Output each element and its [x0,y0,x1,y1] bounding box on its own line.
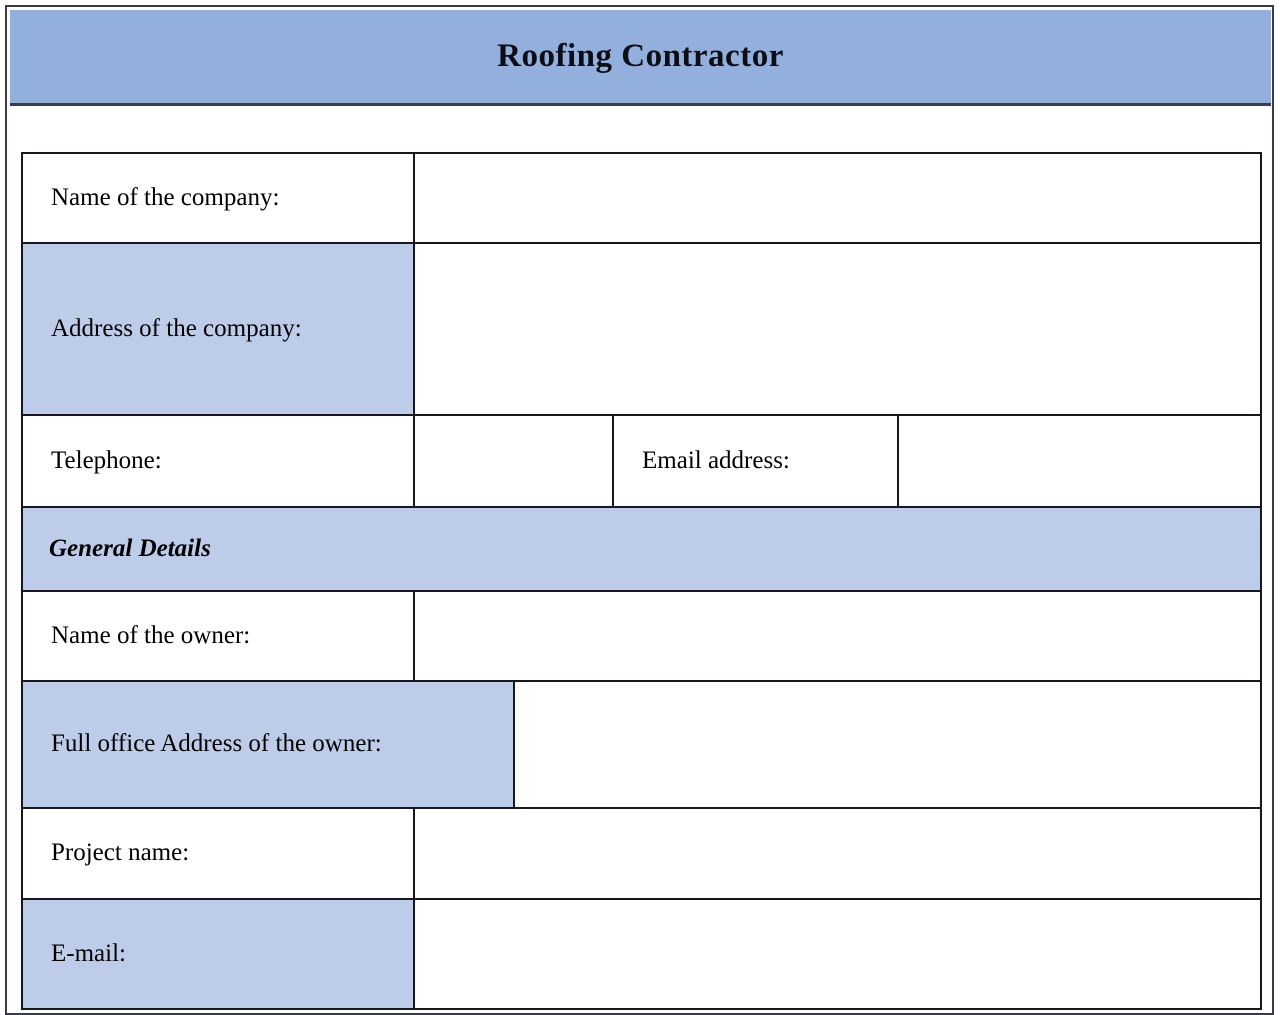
document-page: Roofing Contractor Name of the company: … [5,5,1274,1015]
input-owner-email[interactable] [412,898,1263,1010]
roofing-contractor-form: Name of the company: Address of the comp… [20,152,1263,1010]
label-owner-name: Name of the owner: [21,590,415,682]
table-row-company-address: Address of the company: [21,242,1263,416]
label-email-address: Email address: [612,414,899,508]
label-owner-office-address: Full office Address of the owner: [21,680,515,809]
table-row-owner-email: E-mail: [21,898,1263,1010]
table-row-contact: Telephone: Email address: [21,414,1263,508]
input-telephone[interactable] [413,414,614,508]
table-row-section-general: General Details [20,506,1263,592]
input-project-name[interactable] [412,807,1263,900]
page-title: Roofing Contractor [497,38,784,74]
label-company-address: Address of the company: [21,242,415,416]
table-row-project-name: Project name: [21,807,1263,900]
label-company-name: Name of the company: [21,152,415,244]
input-owner-name[interactable] [412,590,1263,682]
title-banner: Roofing Contractor [10,10,1271,106]
input-company-address[interactable] [412,242,1263,416]
input-company-name[interactable] [412,152,1263,244]
table-row-owner-name: Name of the owner: [21,590,1263,682]
label-project-name: Project name: [21,807,415,900]
table-row-company-name: Name of the company: [21,152,1263,244]
section-heading-general-details: General Details [20,506,1263,592]
input-email-address[interactable] [896,414,1263,508]
input-owner-office-address[interactable] [512,680,1263,809]
label-owner-email: E-mail: [21,898,415,1010]
table-row-owner-address: Full office Address of the owner: [21,680,1263,809]
label-telephone: Telephone: [21,414,415,508]
